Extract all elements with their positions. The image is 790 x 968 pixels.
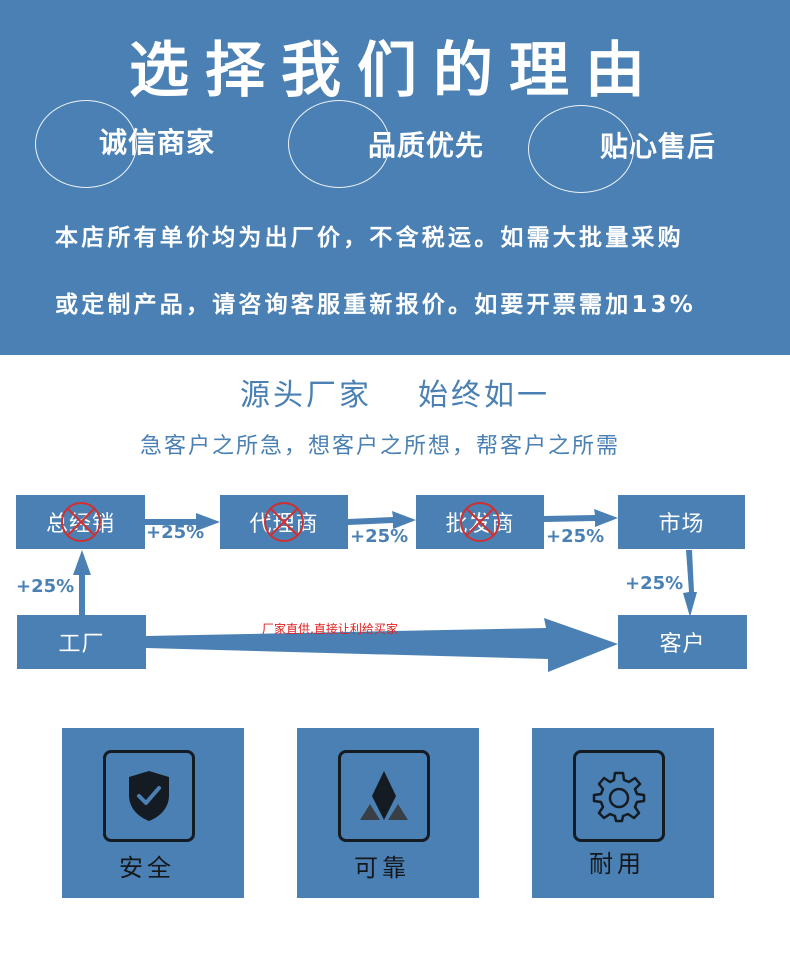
arrow-factory-to-distributor xyxy=(73,550,91,615)
badge-text: 品质优先 xyxy=(368,129,485,162)
slogan-left: 源头厂家 xyxy=(240,378,372,413)
badge-text: 贴心售后 xyxy=(600,130,717,163)
badge-text: 诚信商家 xyxy=(99,126,216,159)
markup-label: +25% xyxy=(625,573,684,594)
box-customer: 客户 xyxy=(618,615,747,669)
box-agent-label: 代理商 xyxy=(249,512,319,537)
box-market-label: 市场 xyxy=(658,512,705,537)
gear-icon xyxy=(592,771,646,823)
feature-label: 可靠 xyxy=(354,854,410,882)
box-distributor: 总经销 xyxy=(16,495,145,549)
badge-ring xyxy=(288,100,390,188)
box-wholesaler-label: 批发商 xyxy=(445,512,515,537)
badge-ring xyxy=(35,100,137,188)
direct-supply-label: 厂家直供,直接让利给买家 xyxy=(262,622,398,636)
icon-frame xyxy=(573,750,665,842)
feature-label: 耐用 xyxy=(589,850,645,878)
shield-check-icon xyxy=(129,771,169,821)
icon-frame xyxy=(338,750,430,842)
markup-label: +25% xyxy=(146,522,205,543)
arrow-market-to-customer xyxy=(683,550,697,617)
crossed-out-icon xyxy=(460,502,500,542)
price-notice-line-2: 或定制产品，请咨询客服重新报价。如要开票需加13% xyxy=(55,292,697,318)
crossed-out-icon xyxy=(60,502,101,542)
icon-frame xyxy=(103,750,195,842)
box-factory-label: 工厂 xyxy=(58,632,105,657)
feature-label: 安全 xyxy=(119,854,175,882)
reasons-banner: 选择我们的理由 诚信商家 品质优先 贴心售后 本店所有单价均为出厂价，不含税运。… xyxy=(0,0,790,355)
markup-label: +25% xyxy=(350,526,409,547)
sub-slogan: 急客户之所急，想客户之所想，帮客户之所需 xyxy=(139,434,620,459)
banner-title: 选择我们的理由 xyxy=(129,36,661,106)
slogan-right: 始终如一 xyxy=(418,378,550,413)
badge-ring xyxy=(528,105,634,193)
crossed-out-icon xyxy=(264,502,304,542)
box-distributor-label: 总经销 xyxy=(45,512,115,537)
box-wholesaler: 批发商 xyxy=(416,495,544,549)
box-agent: 代理商 xyxy=(220,495,348,549)
box-factory: 工厂 xyxy=(17,615,146,669)
markup-label: +25% xyxy=(16,576,75,597)
arrow-wholesaler-to-market xyxy=(544,509,618,527)
feature-safety: 安全 xyxy=(62,728,244,898)
feature-reliable: 可靠 xyxy=(297,728,479,898)
diamond-triangles-icon xyxy=(360,771,408,820)
markup-label: +25% xyxy=(546,526,605,547)
feature-durable: 耐用 xyxy=(532,728,714,898)
slogan: 源头厂家 始终如一 xyxy=(0,370,790,414)
box-market: 市场 xyxy=(618,495,745,549)
price-notice-line-1: 本店所有单价均为出厂价，不含税运。如需大批量采购 xyxy=(55,225,684,251)
box-customer-label: 客户 xyxy=(659,632,706,657)
